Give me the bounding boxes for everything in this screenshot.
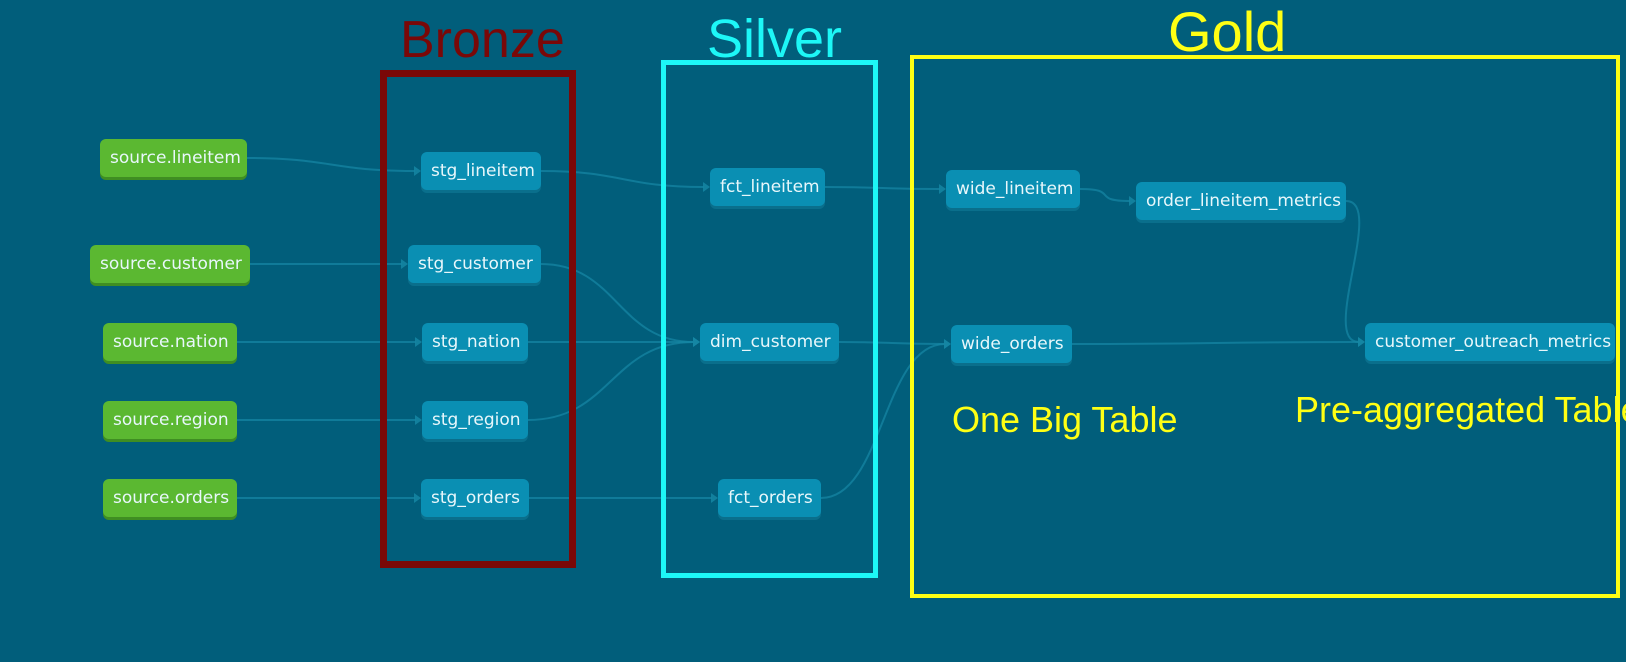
edge-arrowhead (414, 166, 421, 176)
edge-arrowhead (711, 493, 718, 503)
node-wide-lineitem[interactable]: wide_lineitem (946, 170, 1080, 208)
pre-aggregated-tables-annotation: Pre-aggregated Tables (1295, 389, 1626, 430)
one-big-table-annotation: One Big Table (952, 399, 1178, 440)
edge-arrowhead (1358, 337, 1365, 347)
edge-arrowhead (415, 415, 422, 425)
edge-stg_lineitem-to-fct_lineitem (540, 170, 705, 188)
edge-source_lineitem-to-stg_lineitem (246, 157, 416, 172)
node-stg-orders[interactable]: stg_orders (421, 479, 529, 517)
node-customer-outreach-metrics[interactable]: customer_outreach_metrics (1365, 323, 1615, 361)
edge-wide_orders-to-customer_outreach_metrics (1071, 341, 1360, 345)
gold-layer-title: Gold (1168, 0, 1287, 63)
edge-arrowhead (693, 337, 700, 347)
node-source-nation[interactable]: source.nation (103, 323, 237, 361)
edge-arrowhead (703, 182, 710, 192)
edge-wide_lineitem-to-order_lineitem_metrics (1079, 188, 1131, 202)
node-order-lineitem-metrics[interactable]: order_lineitem_metrics (1136, 182, 1346, 220)
edge-stg_region-to-dim_customer (527, 341, 695, 421)
edge-arrowhead (401, 259, 408, 269)
node-source-lineitem[interactable]: source.lineitem (100, 139, 247, 177)
node-dim-customer[interactable]: dim_customer (700, 323, 839, 361)
node-stg-nation[interactable]: stg_nation (422, 323, 528, 361)
node-stg-customer[interactable]: stg_customer (408, 245, 541, 283)
edge-arrowhead (944, 339, 951, 349)
node-wide-orders[interactable]: wide_orders (951, 325, 1072, 363)
edge-arrowhead (1129, 196, 1136, 206)
node-source-customer[interactable]: source.customer (90, 245, 250, 283)
node-fct-lineitem[interactable]: fct_lineitem (710, 168, 825, 206)
edge-order_lineitem_metrics-to-customer_outreach_metrics (1344, 200, 1361, 343)
edge-arrowhead (939, 184, 946, 194)
bronze-layer-title: Bronze (400, 11, 565, 69)
node-source-orders[interactable]: source.orders (103, 479, 237, 517)
edge-dim_customer-to-wide_orders (838, 341, 946, 345)
edge-arrowhead (414, 493, 421, 503)
edge-stg_customer-to-dim_customer (540, 263, 695, 343)
node-fct-orders[interactable]: fct_orders (718, 479, 821, 517)
node-source-region[interactable]: source.region (103, 401, 237, 439)
silver-layer-title: Silver (707, 9, 843, 69)
edge-arrowhead (415, 337, 422, 347)
edge-fct_orders-to-wide_orders (820, 343, 946, 499)
node-stg-region[interactable]: stg_region (422, 401, 528, 439)
node-stg-lineitem[interactable]: stg_lineitem (421, 152, 541, 190)
edge-fct_lineitem-to-wide_lineitem (824, 186, 941, 190)
